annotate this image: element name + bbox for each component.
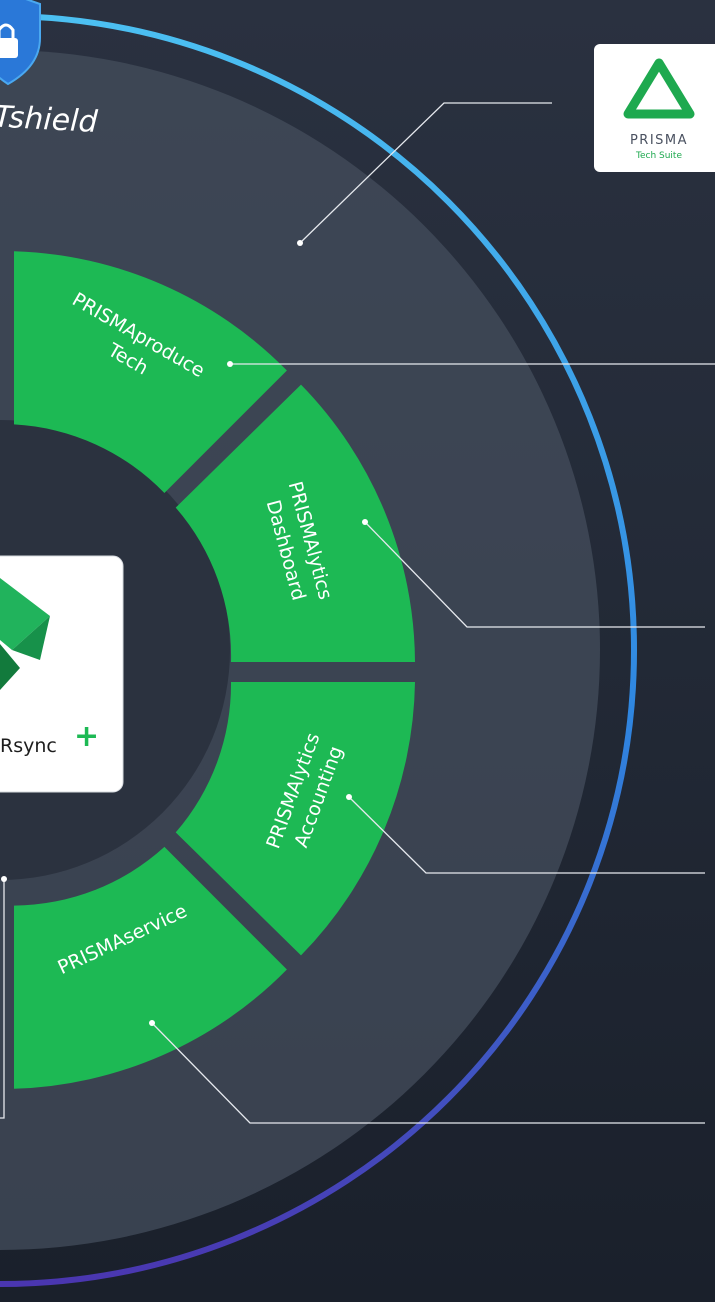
rsync-logo-icon	[0, 578, 50, 690]
leader-lines	[0, 102, 715, 1124]
tshield-title: Tshield	[0, 100, 99, 140]
leader-dot-left	[1, 876, 7, 882]
leader-line-left	[0, 879, 5, 1119]
rsync-box[interactable]: Rsync +	[0, 555, 124, 793]
leader-dots	[1, 240, 368, 1026]
outer-ring	[0, 13, 637, 1287]
leader-line-service	[151, 1022, 705, 1124]
segment-prismaservice[interactable]	[14, 846, 287, 1089]
leader-line-dashboard	[364, 521, 705, 628]
lock-shield-icon	[0, 0, 41, 86]
rsync-plus: +	[74, 719, 99, 754]
segment-prismaproduce-tech[interactable]	[14, 251, 287, 493]
leader-dot-service	[149, 1020, 155, 1026]
prisma-logo-suite: Tech Suite	[635, 151, 682, 161]
prisma-logo-icon	[623, 58, 695, 119]
segment-prismalytics-accounting[interactable]	[175, 682, 415, 956]
leader-dot-produce	[227, 361, 233, 367]
segment-prismalytics-dashboard[interactable]	[175, 384, 415, 662]
rsync-label: Rsync	[0, 735, 57, 757]
leader-dot-accounting	[346, 794, 352, 800]
leader-line-shield	[299, 102, 552, 244]
leader-dot-dashboard	[362, 519, 368, 525]
leader-dot-shield	[297, 240, 303, 246]
prisma-logo-card: PRISMA Tech Suite	[594, 44, 715, 172]
prisma-logo-name: PRISMA	[630, 133, 688, 148]
leader-line-accounting	[348, 796, 705, 874]
